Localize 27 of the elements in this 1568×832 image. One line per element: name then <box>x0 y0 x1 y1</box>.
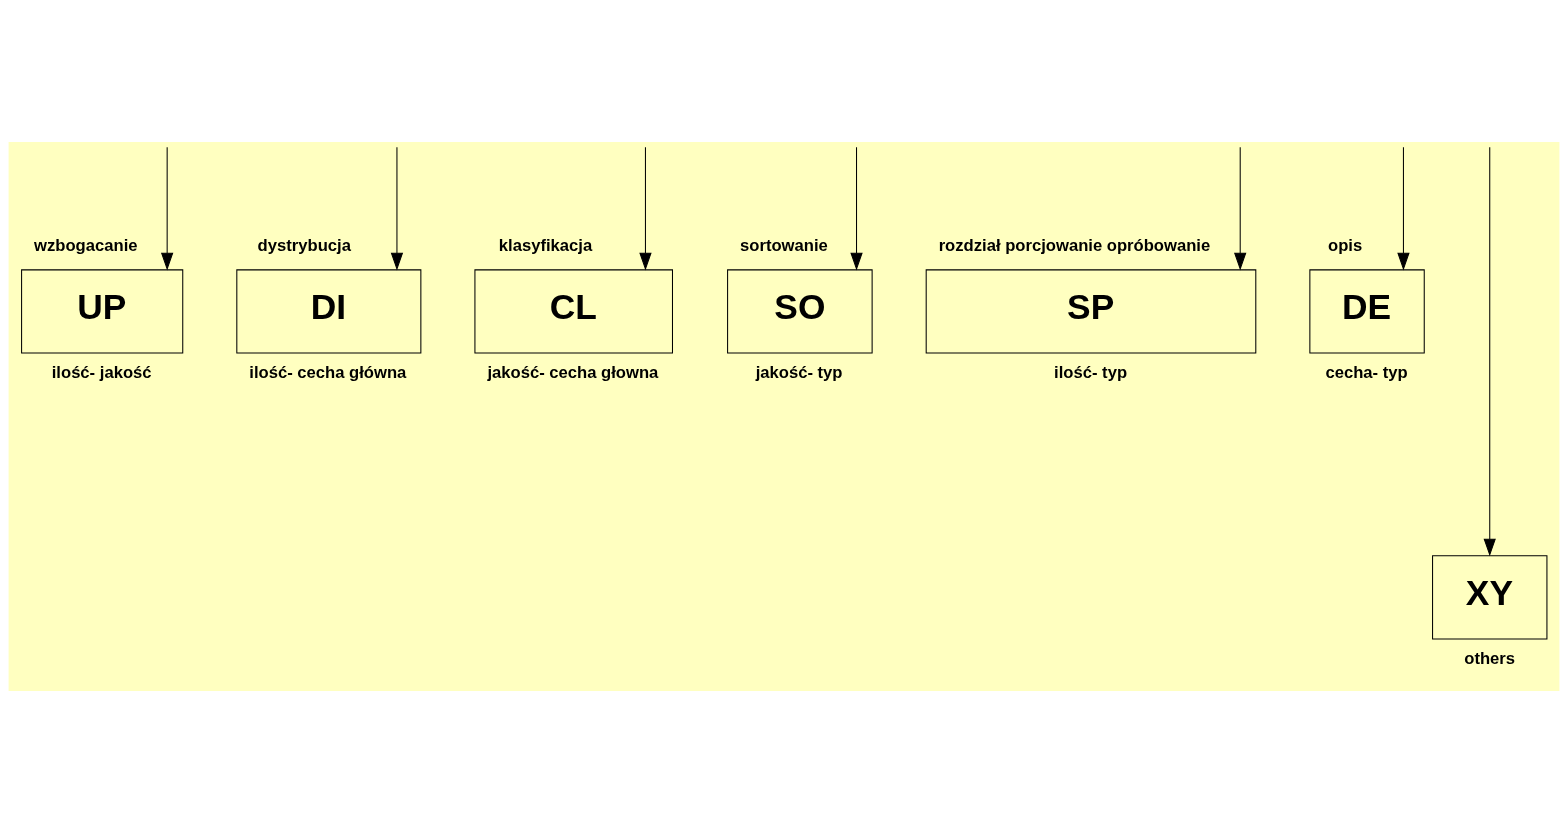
arrow <box>850 146 863 270</box>
node-label: rozdział porcjowanie opróbowanie <box>938 235 1211 255</box>
node-label: wzbogacanie <box>34 235 138 255</box>
node-label: klasyfikacja <box>498 235 593 255</box>
node-label: jakość- typ <box>755 362 843 382</box>
node-box: DI <box>236 268 422 354</box>
arrow <box>1234 146 1247 270</box>
node-label: sortowanie <box>740 235 828 255</box>
node-label: others <box>1464 648 1516 668</box>
node-box: UP <box>21 268 184 354</box>
node-box: SO <box>727 268 873 354</box>
node-label: opis <box>1328 235 1363 255</box>
node-box: CL <box>474 268 673 354</box>
arrow <box>390 146 404 270</box>
arrow <box>639 146 652 270</box>
node-label: jakość- cecha głowna <box>487 362 659 382</box>
node-box: DE <box>1309 268 1425 354</box>
node-label: ilość- typ <box>1054 362 1128 382</box>
node-label: dystrybucja <box>257 235 351 255</box>
node-box: XY <box>1432 554 1548 640</box>
node-label: ilość- cecha główna <box>249 362 407 382</box>
arrow <box>1397 146 1410 270</box>
arrow <box>1483 146 1496 556</box>
arrow <box>160 146 174 270</box>
node-box: SP <box>925 268 1257 354</box>
node-label: ilość- jakość <box>51 362 152 382</box>
node-label: cecha- typ <box>1325 362 1408 382</box>
